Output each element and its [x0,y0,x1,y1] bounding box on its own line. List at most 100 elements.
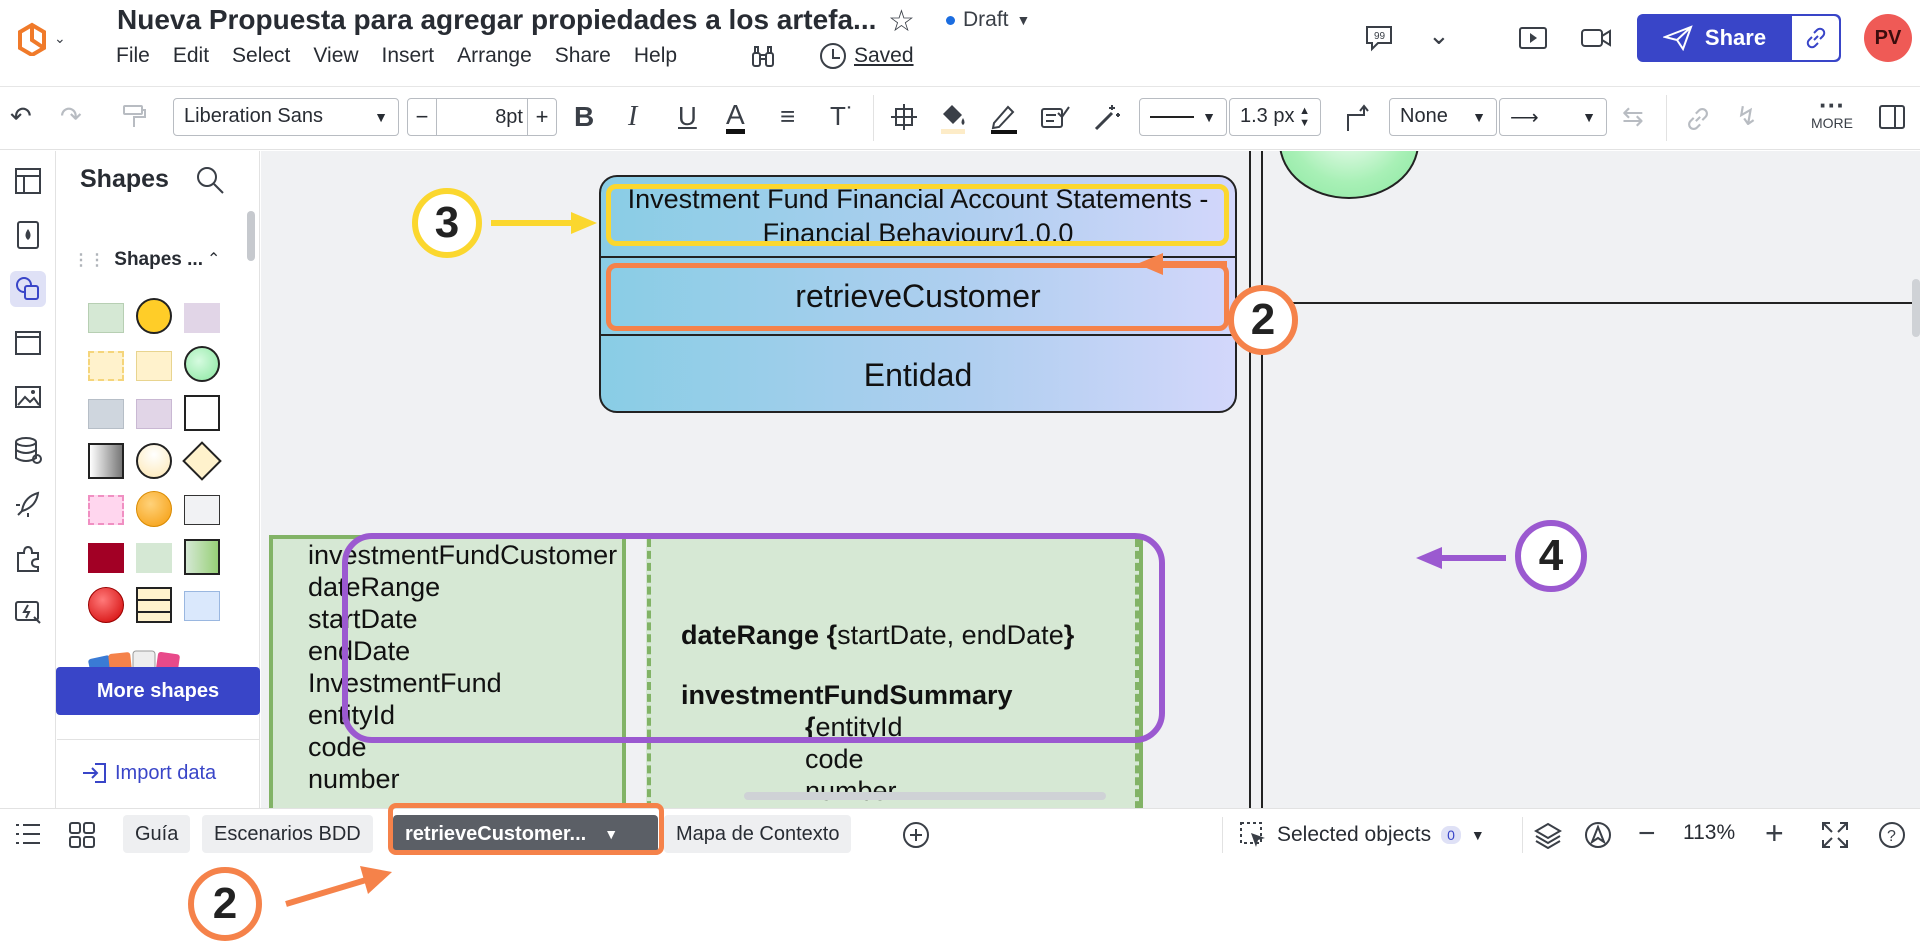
shape-orange-circle[interactable] [136,491,172,527]
present-icon[interactable] [1518,26,1548,52]
copy-link-button[interactable] [1792,16,1839,60]
shape-green-circle[interactable] [184,346,220,382]
avatar[interactable]: PV [1864,14,1912,62]
data-icon[interactable] [10,433,46,469]
menu-select[interactable]: Select [232,44,291,67]
lightning-icon[interactable]: ↯ [1736,101,1758,131]
more-shapes-button[interactable]: More shapes [56,667,260,715]
attributes-block[interactable]: investmentFundCustomer dateRange startDa… [269,535,1143,808]
line-start-select[interactable]: None ▼ [1389,98,1497,136]
shape-yellow-dashed-rect[interactable] [88,351,124,381]
shape-yellow-circle[interactable] [136,298,172,334]
italic-icon[interactable]: I [628,101,638,132]
page-list-icon[interactable] [14,821,42,847]
shape-list-table[interactable] [136,587,172,623]
status-badge[interactable]: Draft ▼ [946,8,1030,32]
menu-arrange[interactable]: Arrange [457,44,532,67]
page-tab-escenarios-bdd[interactable]: Escenarios BDD [202,815,373,853]
help-icon[interactable]: ? [1878,821,1906,849]
lucid-logo-icon[interactable] [14,22,50,56]
redo-icon[interactable]: ↷ [60,101,82,131]
connector-line[interactable] [1237,302,1920,304]
shape-green-rect[interactable] [88,303,124,333]
share-button[interactable]: Share [1637,14,1792,62]
templates-icon[interactable] [10,163,46,199]
rocket-icon[interactable] [10,487,46,523]
collab-chevron-down-icon[interactable]: ⌄ [1428,20,1450,50]
shape-gradient-green-rect[interactable] [184,539,220,575]
shape-gray-rect[interactable] [88,399,124,429]
format-painter-icon[interactable] [120,103,148,131]
line-width-stepper[interactable]: 1.3 px ▲▼ [1229,98,1321,136]
zoom-level[interactable]: 113% [1683,821,1736,844]
shape-red-ball[interactable] [88,587,124,623]
menu-share[interactable]: Share [554,44,611,67]
menu-insert[interactable]: Insert [381,44,435,67]
menu-view[interactable]: View [313,44,359,67]
line-end-select[interactable]: ⟶ ▼ [1499,98,1607,136]
theme-drop-icon[interactable] [10,217,46,253]
font-family-select[interactable]: Liberation Sans ▼ [173,98,399,136]
conditional-formatting-icon[interactable] [1040,103,1070,131]
menu-help[interactable]: Help [633,44,678,67]
fill-color-icon[interactable] [938,101,968,135]
image-icon[interactable] [10,379,46,415]
line-style-select[interactable]: ▼ [1139,98,1227,136]
star-icon[interactable]: ☆ [888,5,915,38]
fit-screen-icon[interactable] [1821,821,1849,849]
shape-pink-dashed-rect[interactable] [88,495,124,525]
font-size-value[interactable]: 8pt [436,99,528,135]
canvas-horizontal-scrollbar[interactable] [744,792,1106,800]
search-icon[interactable] [195,165,225,195]
line-shape-icon[interactable] [1344,103,1374,133]
quick-action-icon[interactable] [10,595,46,631]
font-size-increase-button[interactable]: + [535,104,549,129]
shapes-section-header[interactable]: ⋮⋮ Shapes ... [73,249,203,271]
font-size-stepper[interactable]: − 8pt + [407,98,557,136]
drag-grip-icon[interactable]: ⋮⋮ [73,252,105,269]
undo-icon[interactable]: ↶ [10,101,32,131]
shape-blue-rect[interactable] [184,591,220,621]
navigation-icon[interactable] [1584,821,1612,849]
shapes-icon[interactable] [10,271,46,307]
link-icon[interactable] [1684,105,1712,133]
selected-objects-control[interactable]: Selected objects 0 ▼ [1222,817,1485,853]
shape-gradient-gray-rect[interactable] [88,443,124,479]
chevron-down-icon[interactable]: ▼ [604,826,619,842]
text-options-icon[interactable]: T˙ [830,101,855,131]
layers-icon[interactable] [1534,821,1562,849]
chevron-down-icon[interactable]: ▼ [1470,827,1485,843]
text-color-icon[interactable]: A [726,101,745,134]
shape-lilac-rect[interactable] [136,399,172,429]
shape-crimson-rect[interactable] [88,543,124,573]
attribute-detail[interactable]: dateRange {startDate, endDate} investmen… [681,619,1074,807]
arrange-icon[interactable] [890,103,918,131]
shape-lavender-rect[interactable] [184,303,220,333]
operation-label[interactable]: retrieveCustomer [601,256,1235,334]
shapes-panel-scrollbar[interactable] [247,211,255,261]
save-status[interactable]: Saved [820,43,914,69]
canvas-vertical-scrollbar[interactable] [1912,279,1920,337]
more-button[interactable]: ··· MORE [1811,92,1853,131]
import-data-button[interactable]: Import data [81,761,216,785]
shape-cream-rect[interactable] [136,351,172,381]
page-tab-mapa-de-contexto[interactable]: Mapa de Contexto [664,815,852,853]
chevron-up-icon[interactable]: ⌃ [207,251,221,268]
shape-diamond[interactable] [182,441,222,481]
integrations-puzzle-icon[interactable] [10,541,46,577]
feature-find-icon[interactable] [750,44,776,70]
connector-line[interactable] [1249,151,1251,808]
shape-pale-green-rect[interactable] [136,543,172,573]
shape-light-gray-rect[interactable] [184,495,220,525]
add-page-icon[interactable] [902,821,930,849]
frame-icon[interactable] [10,325,46,361]
diagram-canvas[interactable]: Investment Fund Financial Account Statem… [261,151,1920,808]
font-size-decrease-button[interactable]: − [415,104,429,129]
connector-line[interactable] [1261,151,1263,808]
line-color-icon[interactable] [988,101,1018,135]
zoom-in-button[interactable]: + [1765,815,1784,851]
bold-icon[interactable]: B [574,101,595,132]
swap-icon[interactable]: ⇆ [1622,101,1644,131]
comments-icon[interactable]: 99 [1364,24,1394,52]
shape-white-square[interactable] [184,395,220,431]
